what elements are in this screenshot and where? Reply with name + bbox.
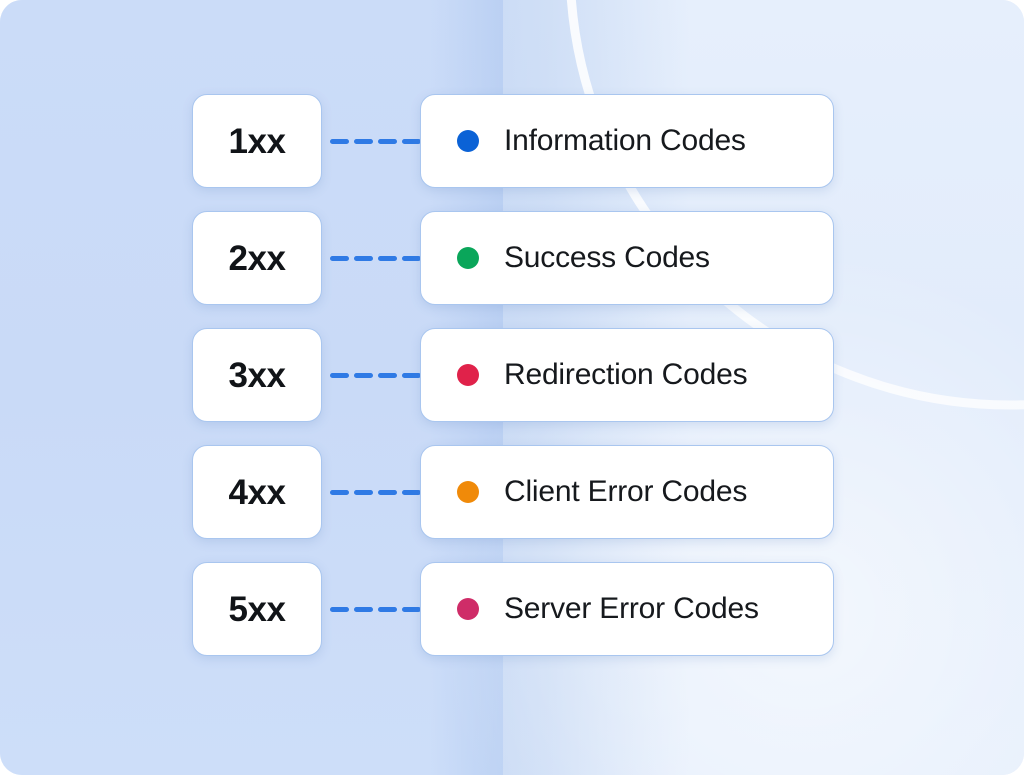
label-card-text: Success Codes	[504, 241, 710, 274]
code-card-label: 3xx	[228, 355, 286, 395]
code-card-4xx[interactable]: 4xx	[192, 445, 322, 539]
connector-line	[330, 490, 422, 495]
status-dot-information	[457, 130, 479, 152]
status-code-row: 4xx Client Error Codes	[0, 445, 1024, 539]
status-dot-server-error	[457, 598, 479, 620]
code-card-2xx[interactable]: 2xx	[192, 211, 322, 305]
code-card-5xx[interactable]: 5xx	[192, 562, 322, 656]
label-card-text: Server Error Codes	[504, 592, 759, 625]
status-code-row: 5xx Server Error Codes	[0, 562, 1024, 656]
label-card-4xx[interactable]: Client Error Codes	[420, 445, 834, 539]
label-card-5xx[interactable]: Server Error Codes	[420, 562, 834, 656]
label-card-text: Information Codes	[504, 124, 746, 157]
status-dot-client-error	[457, 481, 479, 503]
connector-line	[330, 607, 422, 612]
status-dot-success	[457, 247, 479, 269]
connector-line	[330, 373, 422, 378]
code-card-1xx[interactable]: 1xx	[192, 94, 322, 188]
connector-line	[330, 256, 422, 261]
label-card-3xx[interactable]: Redirection Codes	[420, 328, 834, 422]
code-card-label: 4xx	[228, 472, 286, 512]
status-code-row: 3xx Redirection Codes	[0, 328, 1024, 422]
status-dot-redirection	[457, 364, 479, 386]
label-card-2xx[interactable]: Success Codes	[420, 211, 834, 305]
code-card-label: 1xx	[228, 121, 286, 161]
status-code-row: 2xx Success Codes	[0, 211, 1024, 305]
label-card-text: Client Error Codes	[504, 475, 748, 508]
code-card-label: 2xx	[228, 238, 286, 278]
connector-line	[330, 139, 422, 144]
code-card-label: 5xx	[228, 589, 286, 629]
label-card-1xx[interactable]: Information Codes	[420, 94, 834, 188]
status-code-row: 1xx Information Codes	[0, 94, 1024, 188]
label-card-text: Redirection Codes	[504, 358, 748, 391]
code-card-3xx[interactable]: 3xx	[192, 328, 322, 422]
